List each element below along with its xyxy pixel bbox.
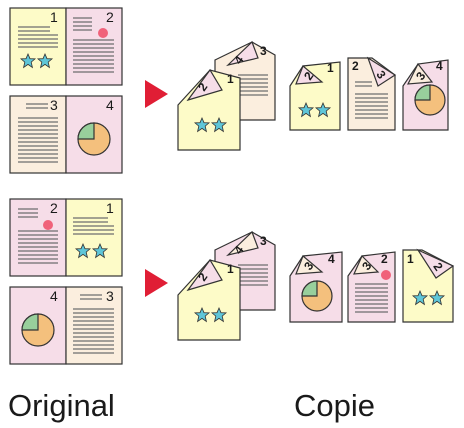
- copy-sheet-bottom-a: 4 3: [289, 251, 343, 323]
- page-number: 1: [227, 262, 234, 276]
- page-fold: [366, 56, 397, 87]
- page-number: 4: [436, 59, 443, 73]
- page-fold: [353, 254, 380, 275]
- page-number: 1: [50, 9, 58, 25]
- pie-chart-icon: [414, 84, 446, 116]
- page-number: 4: [50, 288, 58, 304]
- copy-page: [177, 259, 241, 341]
- pie-chart-icon: [77, 122, 111, 156]
- page-number: 4: [328, 252, 335, 266]
- page-number: 2: [352, 59, 359, 73]
- page-fold: [295, 65, 324, 85]
- original-caption: Original: [8, 388, 115, 423]
- page-fold: [406, 62, 434, 85]
- red-dot-icon: [43, 220, 53, 230]
- copy-sheet-bottom-b: 2 3: [347, 251, 396, 323]
- copy-stack-top: 3 4 1 2: [177, 40, 276, 151]
- copy-stack-bottom: 3 4 1 2: [177, 230, 276, 341]
- original-sheet-bottom-1: 2 1: [9, 198, 123, 277]
- page-fold: [226, 40, 259, 67]
- page-number: 3: [50, 97, 58, 113]
- arrow-right-icon: [145, 80, 168, 108]
- copy-sheet-bottom-c: 1 2: [402, 248, 455, 323]
- text-lines: [355, 283, 388, 313]
- page-fold: [295, 255, 324, 275]
- page-fold: [226, 230, 259, 257]
- page-number: 3: [260, 234, 267, 248]
- page-number: 3: [260, 44, 267, 58]
- page-number: 3: [106, 288, 114, 304]
- original-sheet-bottom-2: 4 3: [9, 286, 123, 365]
- page-number: 2: [381, 252, 388, 266]
- page-number: 2: [106, 9, 114, 25]
- page-number: 1: [106, 200, 114, 216]
- page-number: 2: [50, 200, 58, 216]
- page-fold: [186, 258, 223, 292]
- pie-chart-icon: [21, 313, 55, 347]
- original-sheet-top-2: 3 4: [9, 95, 123, 174]
- text-lines: [18, 17, 114, 73]
- copy-sheet-top-b: 2 3: [347, 56, 397, 131]
- page-fold: [416, 248, 455, 279]
- page-number: 1: [407, 252, 414, 266]
- original-sheet-top-1: 1 2: [9, 7, 123, 86]
- red-dot-icon: [98, 28, 108, 38]
- text-lines: [238, 264, 268, 286]
- copy-caption: Copie: [294, 388, 375, 423]
- page-fold: [186, 68, 223, 102]
- copy-sheet-top-a: 1 2: [289, 61, 341, 131]
- text-lines: [238, 74, 268, 96]
- copy-page: [177, 69, 241, 151]
- arrow-right-icon: [145, 269, 168, 297]
- page-number: 1: [227, 72, 234, 86]
- page-number: 1: [327, 61, 334, 75]
- original-page: [65, 198, 123, 277]
- text-lines: [73, 294, 114, 354]
- red-dot-icon: [381, 270, 391, 280]
- page-number: 4: [106, 97, 114, 113]
- text-lines: [18, 208, 114, 264]
- copy-sheet-top-c: 4 3: [402, 59, 449, 131]
- text-lines: [18, 103, 58, 163]
- pie-chart-icon: [301, 280, 333, 312]
- text-lines: [355, 81, 388, 119]
